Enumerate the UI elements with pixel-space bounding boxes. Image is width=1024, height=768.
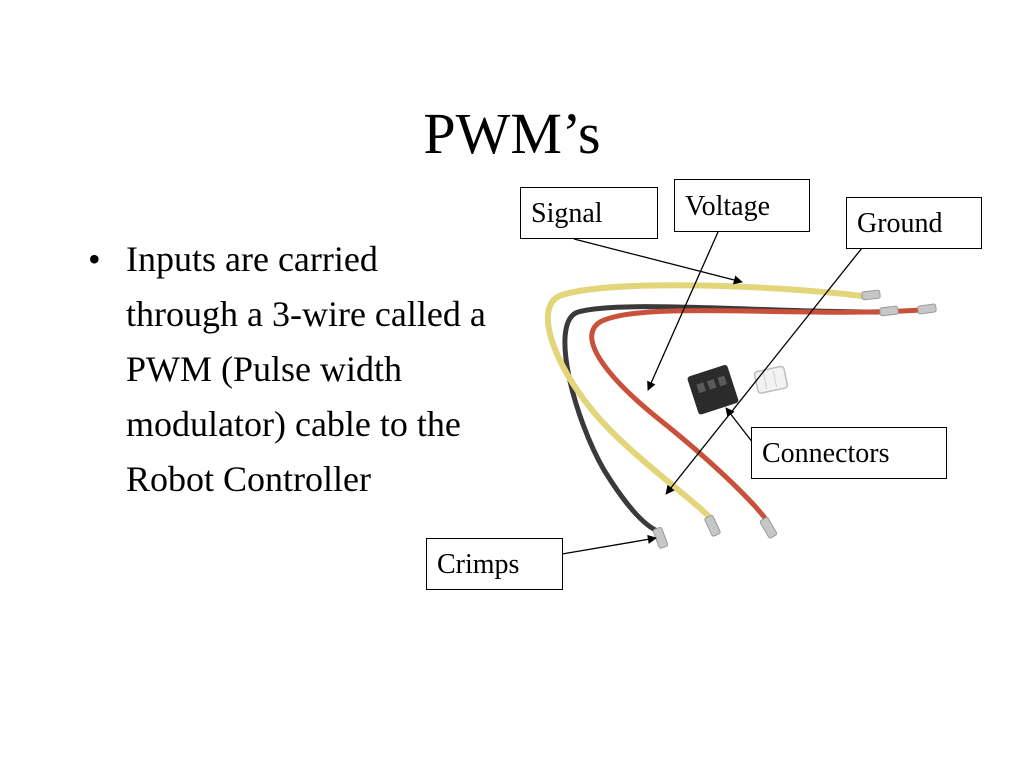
crimps-label: Crimps (426, 538, 563, 590)
white-connector (753, 365, 789, 394)
signal-wire (544, 282, 865, 523)
voltage-arrow (647, 231, 719, 391)
voltage-label: Voltage (674, 179, 810, 232)
bullet-text: Inputs are carried through a 3-wire call… (126, 239, 486, 499)
callout-arrows (561, 231, 863, 555)
bullet-dot-icon: • (88, 239, 101, 279)
ground-label: Ground (846, 197, 982, 249)
bottom-crimps (652, 514, 778, 549)
signal-arrow (573, 238, 743, 285)
crimps-arrow (561, 534, 657, 555)
ground-wire (562, 304, 883, 535)
slide-title: PWM’s (423, 101, 601, 166)
connectors-photo (687, 364, 789, 415)
voltage-wire (589, 307, 923, 525)
right-crimps (861, 289, 937, 317)
signal-label: Signal (520, 187, 658, 239)
black-connector (687, 364, 739, 415)
bullet-list: • Inputs are carried through a 3-wire ca… (88, 232, 498, 507)
ground-arrow (665, 247, 863, 495)
bullet-item: • Inputs are carried through a 3-wire ca… (88, 232, 498, 507)
pwm-cable-photo (544, 282, 937, 549)
connectors-label: Connectors (751, 427, 947, 479)
